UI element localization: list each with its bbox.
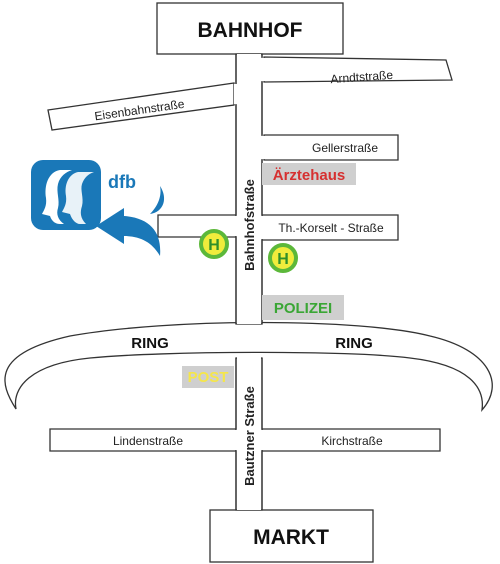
bus-stop-west: H <box>199 229 229 259</box>
bahnhof-box <box>156 2 344 55</box>
ring-right-label: RING <box>335 335 373 352</box>
bus-stop-west-symbol: H <box>208 237 220 254</box>
bautzner-strasse-label: Bautzner Straße <box>242 386 257 486</box>
markt-label: MARKT <box>253 526 329 549</box>
polizei-badge <box>262 295 344 320</box>
aerztehaus-badge <box>262 163 356 185</box>
aerztehaus-label: Ärztehaus <box>273 167 346 184</box>
bus-stop-east: H <box>268 243 298 273</box>
dfb-text: dfb <box>108 172 136 192</box>
ring-road <box>4 321 493 413</box>
curved-arrow-left-icon <box>96 208 161 256</box>
ring-left-label: RING <box>131 335 169 352</box>
post-badge <box>182 366 234 388</box>
kirchstrasse-label: Kirchstraße <box>321 434 383 448</box>
gellerstrasse-label: Gellerstraße <box>312 141 378 155</box>
post-label: POST <box>188 369 229 386</box>
bus-stop-east-symbol: H <box>277 251 289 268</box>
korselt-strasse-label: Th.-Korselt - Straße <box>278 221 384 235</box>
bahnhofstrasse-label: Bahnhofstraße <box>242 179 257 271</box>
arndtstrasse-label: Arndtstraße <box>330 68 394 86</box>
polizei-label: POLIZEI <box>274 300 332 317</box>
dfb-logo: dfb <box>31 160 165 256</box>
lindenstrasse-label: Lindenstraße <box>113 434 183 448</box>
bahnhof-label: BAHNHOF <box>198 19 303 42</box>
eisenbahnstrasse-road <box>47 82 235 131</box>
markt-box <box>209 509 374 563</box>
